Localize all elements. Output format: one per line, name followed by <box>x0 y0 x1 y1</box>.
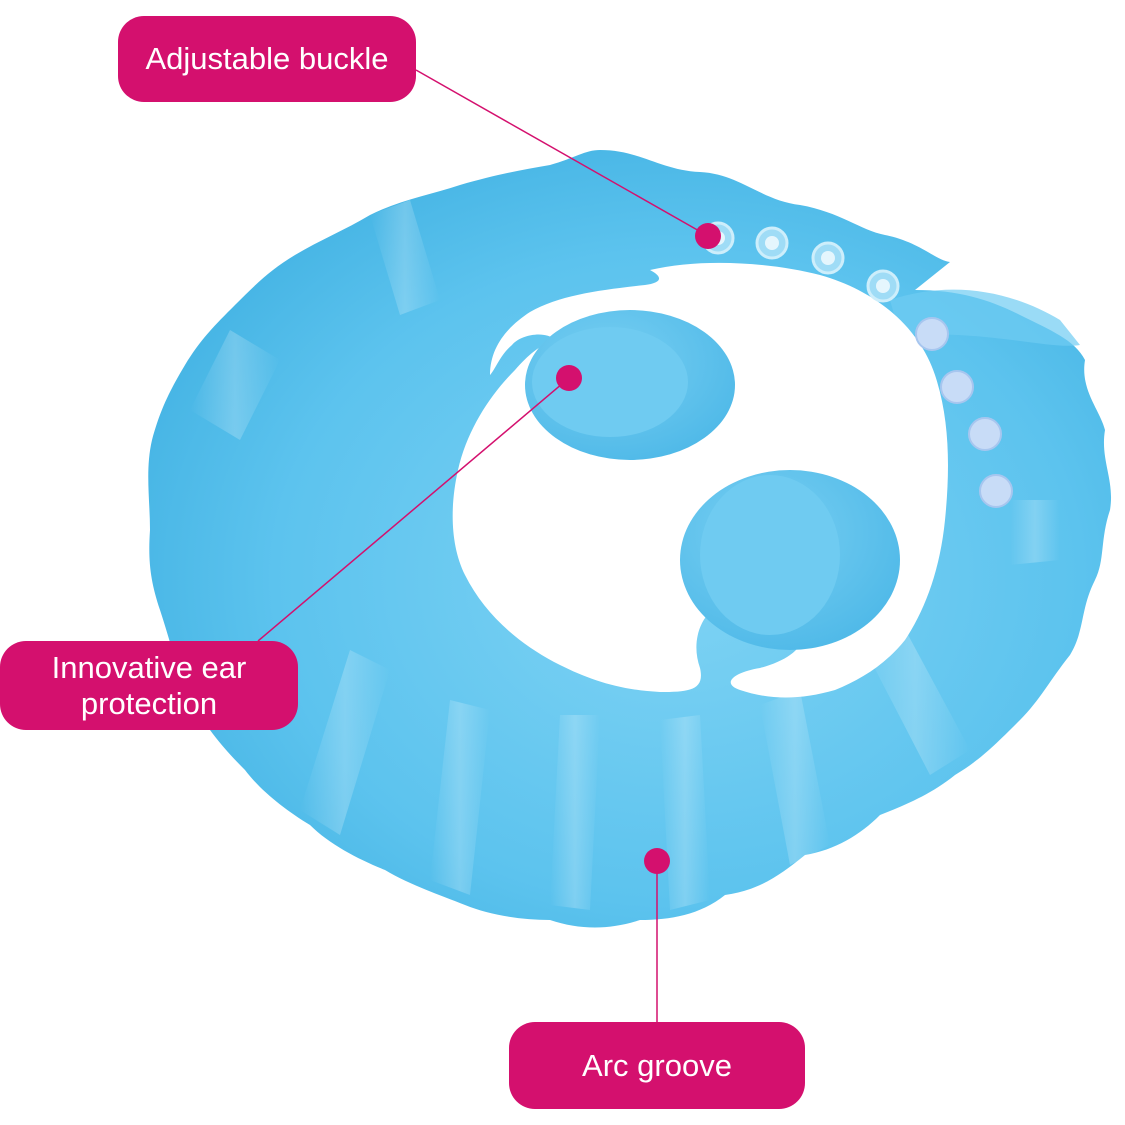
shower-cap <box>148 150 1112 928</box>
snap-stud <box>915 317 949 351</box>
cap-pleat <box>760 690 830 865</box>
cap-pleat <box>550 715 600 910</box>
snap-hole <box>866 269 900 303</box>
buckle-snaps <box>701 221 1013 508</box>
cap-pleat <box>430 700 490 895</box>
cap-pleat <box>190 330 280 440</box>
cap-pleat <box>1010 500 1060 565</box>
snap-hole <box>755 226 789 260</box>
cap-pleat <box>370 200 440 315</box>
cap-pleat <box>660 715 710 910</box>
ear-cup-right <box>680 470 900 650</box>
snap-stud <box>968 417 1002 451</box>
leader-line-buckle <box>415 69 709 237</box>
pointer-dot-buckle <box>695 223 721 249</box>
cap-pleat <box>300 650 390 835</box>
callout-ear-protection: Innovative ear protection <box>0 641 298 730</box>
callout-adjustable-buckle: Adjustable buckle <box>118 16 416 102</box>
callout-label-line1: Innovative ear <box>51 649 247 685</box>
callout-label: Arc groove <box>582 1047 732 1083</box>
ear-cup-left <box>525 310 735 460</box>
callout-label: Adjustable buckle <box>145 41 389 76</box>
pointer-dot-arc <box>644 848 670 874</box>
callout-label-line2: protection <box>80 685 218 721</box>
snap-stud <box>979 474 1013 508</box>
callout-arc-groove: Arc groove <box>509 1022 805 1109</box>
snap-stud <box>940 370 974 404</box>
leader-line-ear <box>257 377 570 642</box>
snap-hole <box>811 241 845 275</box>
cap-pleat <box>860 620 970 775</box>
pointer-dot-ear <box>556 365 582 391</box>
